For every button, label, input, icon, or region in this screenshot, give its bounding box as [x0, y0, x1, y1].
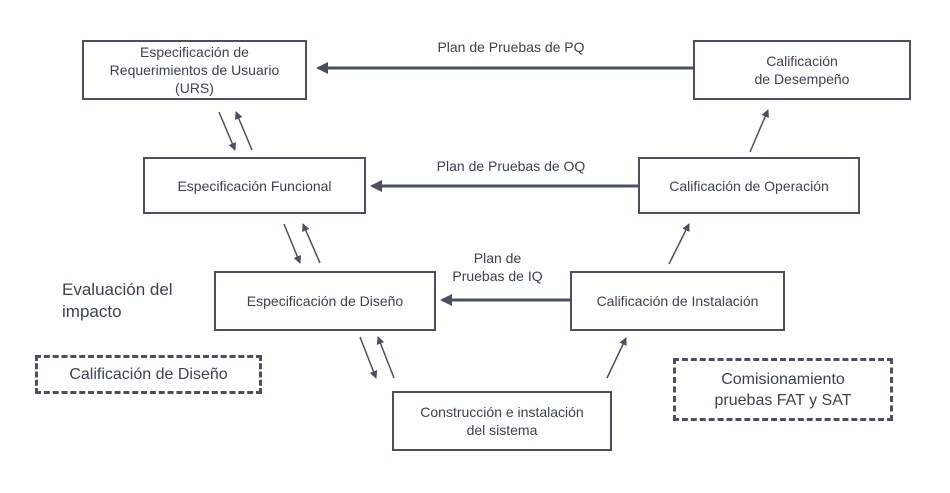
iq-plan-label: Plan de Pruebas de IQ	[452, 250, 543, 284]
design-to-construction-arrow	[359, 336, 378, 379]
urs-box: Especificación de Requerimientos de Usua…	[82, 40, 307, 100]
urs-label: Especificación de Requerimientos de Usua…	[109, 44, 280, 96]
commissioning-box: Comisionamiento pruebas FAT y SAT	[673, 358, 893, 421]
design-qualification-label: Calificación de Diseño	[69, 366, 228, 383]
operation-qualification-label: Calificación de Operación	[669, 177, 829, 194]
design-qualification-box: Calificación de Diseño	[35, 355, 262, 394]
performance-qualification-label: Calificación de Desempeño	[754, 53, 850, 87]
functional-to-urs-arrow	[235, 111, 253, 151]
functional-to-design-arrow	[283, 223, 302, 264]
functional-spec-box: Especificación Funcional	[143, 157, 366, 214]
commissioning-label: Comisionamiento pruebas FAT y SAT	[714, 370, 852, 409]
installation-qualification-label: Calificación de Instalación	[596, 293, 759, 309]
design-spec-box: Especificación de Diseño	[214, 271, 436, 331]
impact-evaluation-label: Evaluación del impacto	[62, 280, 173, 321]
installation-qualification-box: Calificación de Instalación	[570, 271, 785, 331]
design-to-functional-arrow	[302, 223, 321, 264]
urs-to-functional-arrow	[218, 111, 236, 151]
pq-plan-label: Plan de Pruebas de PQ	[437, 39, 585, 55]
functional-spec-label: Especificación Funcional	[177, 177, 332, 194]
oq-plan-label: Plan de Pruebas de OQ	[436, 158, 586, 174]
operation-qualification-box: Calificación de Operación	[638, 157, 860, 214]
oq-to-pq-arrow	[749, 109, 769, 153]
construction-to-design-arrow	[376, 336, 395, 379]
iq-to-oq-arrow	[668, 223, 690, 265]
performance-qualification-box: Calificación de Desempeño	[693, 40, 911, 100]
construction-to-iq-arrow	[606, 337, 627, 379]
construction-label: Construcción e instalación del sistema	[420, 404, 584, 438]
design-spec-label: Especificación de Diseño	[246, 293, 404, 309]
construction-box: Construcción e instalación del sistema	[392, 391, 612, 451]
